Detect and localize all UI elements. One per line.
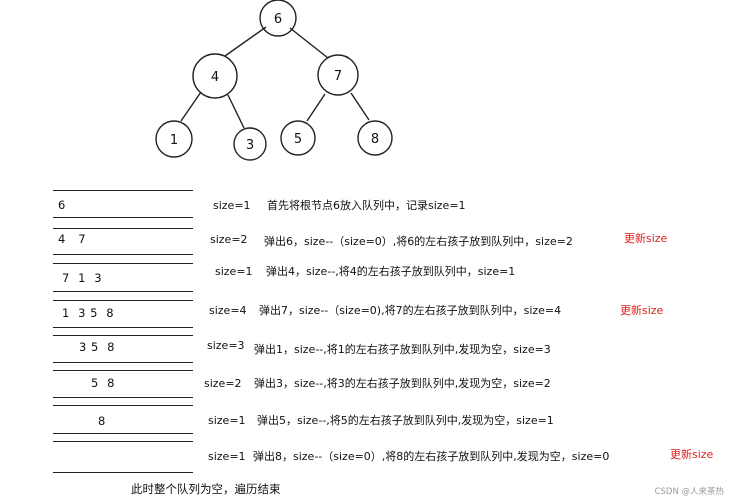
queue-line (53, 472, 193, 473)
queue-contents: 5 8 (91, 376, 115, 390)
queue-line (53, 405, 193, 406)
queue-line (53, 217, 193, 218)
update-size-note: 更新size (670, 448, 714, 461)
tree-node-5 (280, 120, 316, 156)
queue-line (53, 397, 193, 398)
tree-node-3-label: 3 (246, 138, 254, 153)
tree-node-4-label: 4 (211, 70, 219, 85)
step-description: 弹出1，size--,将1的左右孩子放到队列中,发现为空，size=3 (254, 343, 551, 356)
queue-line (53, 327, 193, 328)
tree-node-7-label: 7 (334, 69, 342, 84)
binary-tree: 6 4 7 1 3 5 8 (155, 0, 393, 161)
step-description: 弹出6，size--（size=0）,将6的左右孩子放到队列中，size=2 (264, 235, 573, 248)
tree-node-5-label: 5 (294, 132, 302, 147)
queue-contents: 8 (98, 414, 106, 428)
size-label: size=1 (208, 414, 246, 427)
edge-6-4 (224, 26, 267, 57)
step-description: 弹出4，size--,将4的左右孩子放到队列中，size=1 (266, 265, 516, 278)
queue-contents: 7 1 3 (62, 271, 103, 285)
tree-node-8-label: 8 (371, 132, 379, 147)
queue-line (53, 370, 193, 371)
queue-line (53, 190, 193, 191)
step-description: 弹出3，size--,将3的左右孩子放到队列中,发现为空，size=2 (254, 377, 551, 390)
queue-contents: 1 3 5 8 (62, 306, 115, 320)
update-size-note: 更新size (620, 304, 664, 317)
queue-contents: 3 5 8 (79, 340, 115, 354)
size-label: size=1 (213, 199, 251, 212)
size-label: size=2 (210, 233, 248, 246)
queue-contents: 4 7 (58, 232, 87, 246)
size-label: size=2 (204, 377, 242, 390)
step-description: 弹出5，size--,将5的左右孩子放到队列中,发现为空，size=1 (257, 414, 554, 427)
queue-line (53, 254, 193, 255)
queue-line (53, 335, 193, 336)
step-description: 首先将根节点6放入队列中，记录size=1 (267, 199, 466, 212)
size-label: size=1 (215, 265, 253, 278)
tree-node-8 (357, 120, 393, 156)
step-description: 弹出7，size--（size=0),将7的左右孩子放到队列中，size=4 (259, 304, 562, 317)
final-note: 此时整个队列为空，遍历结束 (131, 482, 281, 496)
size-label: size=1 (208, 450, 246, 463)
queue-line (53, 441, 193, 442)
queue-line (53, 362, 193, 363)
queue-line (53, 433, 193, 434)
edge-7-8 (350, 92, 370, 121)
tree-node-6-label: 6 (274, 12, 282, 27)
tree-node-1 (155, 120, 193, 158)
step-description: 弹出8，size--（size=0）,将8的左右孩子放到队列中,发现为空，siz… (253, 450, 610, 463)
queue-line (53, 263, 193, 264)
edge-4-3 (227, 94, 245, 129)
watermark: CSDN @人来茶热 (654, 487, 724, 497)
update-size-note: 更新size (624, 232, 668, 245)
tree-node-4 (192, 53, 238, 99)
tree-node-3 (233, 127, 267, 161)
queue-contents: 6 (58, 198, 66, 212)
edge-4-1 (180, 91, 202, 122)
size-label: size=4 (209, 304, 247, 317)
tree-node-7 (317, 54, 359, 96)
edge-7-5 (306, 93, 326, 122)
edge-6-7 (289, 27, 329, 59)
size-label: size=3 (207, 339, 245, 352)
tree-node-1-label: 1 (170, 133, 178, 148)
queue-line (53, 291, 193, 292)
tree-node-6 (259, 0, 297, 37)
queue-line (53, 228, 193, 229)
queue-line (53, 300, 193, 301)
